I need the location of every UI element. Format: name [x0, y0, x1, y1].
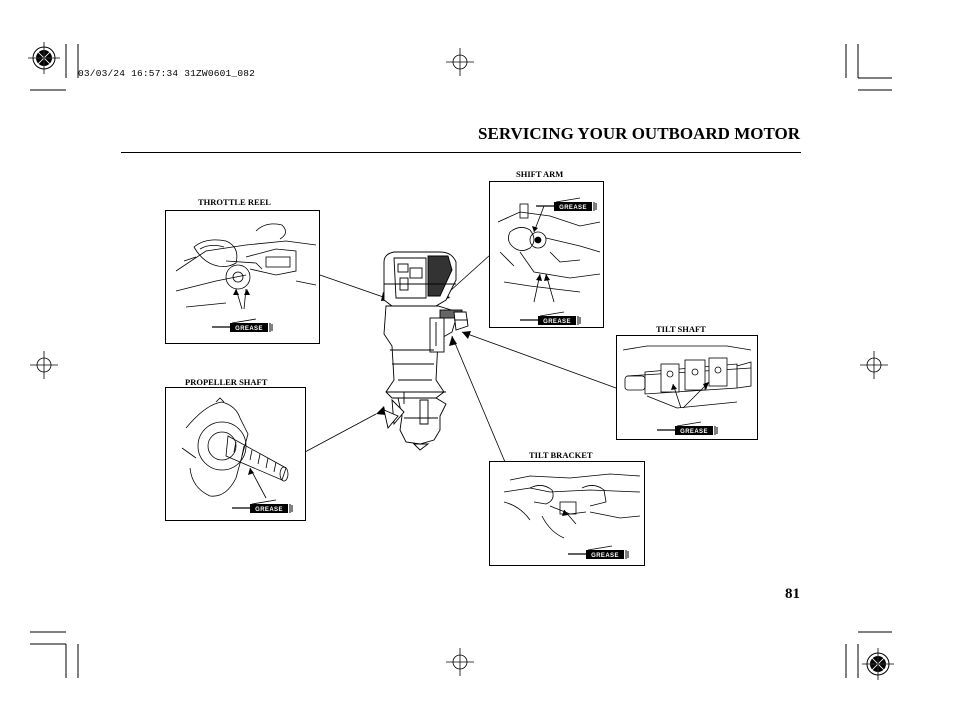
propeller-shaft-panel: GREASE — [165, 387, 306, 521]
throttle-reel-panel: GREASE — [165, 210, 320, 344]
shift-arm-drawing — [497, 203, 601, 303]
grease-tag-text: GREASE — [543, 319, 571, 325]
crosshair-top-center — [446, 48, 474, 76]
crosshair-bottom-center — [446, 648, 474, 676]
grease-tag-text: GREASE — [559, 205, 587, 211]
print-job-code: 03/03/24 16:57:34 31ZW0601_082 — [78, 68, 256, 79]
crop-marks-bottom-right — [845, 631, 892, 678]
grease-tag-text: GREASE — [235, 326, 263, 332]
grease-icon: GREASE — [568, 545, 629, 559]
tilt-bracket-panel: GREASE — [489, 461, 645, 566]
tilt-shaft-panel: GREASE — [616, 335, 758, 440]
propeller-shaft-drawing — [181, 397, 289, 499]
crosshair-mid-left — [30, 351, 58, 379]
grease-icon: GREASE — [536, 197, 597, 211]
crosshair-mid-right — [860, 351, 888, 379]
grease-icon: GREASE — [657, 421, 718, 435]
grease-tag-text: GREASE — [255, 507, 283, 513]
grease-icon: GREASE — [520, 311, 581, 325]
grease-tag-text: GREASE — [680, 429, 708, 435]
tilt-bracket-label: TILT BRACKET — [529, 450, 593, 460]
shift-arm-label: SHIFT ARM — [516, 169, 564, 179]
page-number: 81 — [785, 586, 800, 602]
crop-marks-bottom-left — [30, 631, 79, 678]
shift-arm-panel: GREASE GREASE — [489, 181, 604, 328]
throttle-reel-drawing — [175, 223, 317, 310]
grease-tag-text: GREASE — [591, 553, 619, 559]
propeller-shaft-label: PROPELLER SHAFT — [185, 377, 268, 387]
throttle-reel-label: THROTTLE REEL — [198, 197, 271, 207]
grease-icon: GREASE — [212, 318, 273, 332]
tilt-shaft-drawing — [622, 345, 752, 409]
grease-icon: GREASE — [232, 499, 293, 513]
crop-marks-top-left — [30, 44, 79, 91]
outboard-motor-illustration — [383, 251, 469, 451]
header-rule — [121, 152, 801, 153]
crop-marks-top-right — [845, 44, 892, 91]
tilt-shaft-label: TILT SHAFT — [656, 324, 706, 334]
tilt-bracket-drawing — [503, 473, 641, 539]
section-title: SERVICING YOUR OUTBOARD MOTOR — [478, 124, 800, 143]
registration-sunburst-top-left — [28, 42, 60, 74]
registration-sunburst-bottom-right — [862, 648, 894, 680]
